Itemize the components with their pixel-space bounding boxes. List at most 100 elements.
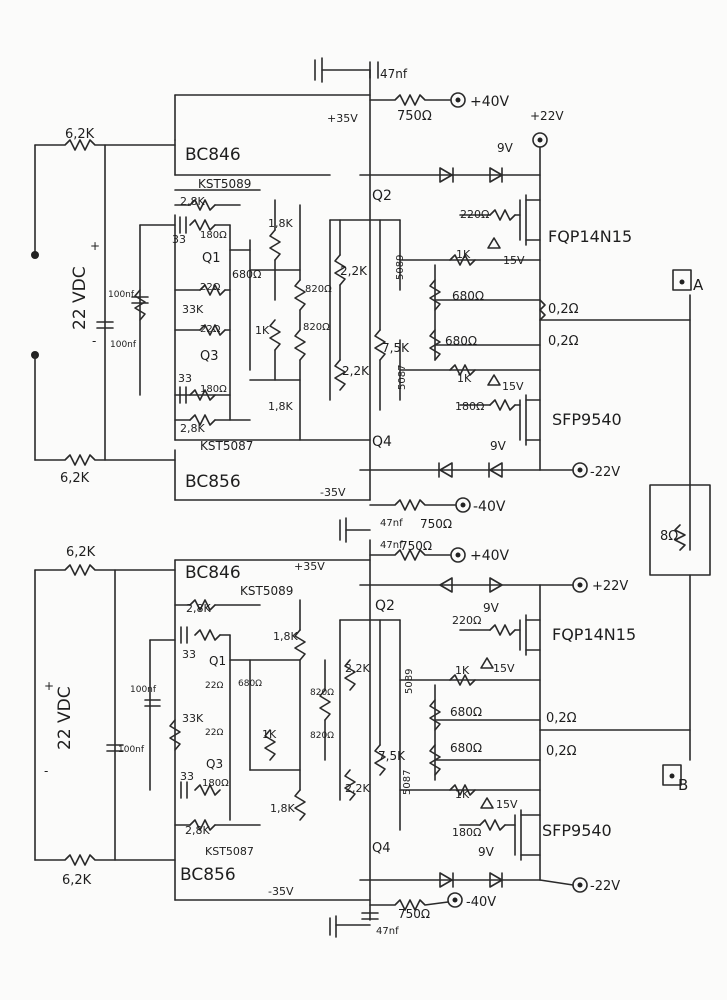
r-33k-bot: 33K: [182, 712, 204, 725]
r-1k-top-pot: 1K: [255, 324, 270, 337]
r-33k-top: 33K: [182, 303, 204, 316]
p5087-bot: 5087: [402, 770, 413, 795]
z15v-top: 15V: [503, 254, 525, 267]
r-820-top-a: 820Ω: [305, 284, 332, 295]
q4-top: Q4: [372, 434, 392, 450]
r-1k-bot-a: 1K: [455, 664, 470, 677]
r-6-2k-top-b: 6,2K: [60, 471, 90, 486]
r-22-top-a: 22Ω: [200, 282, 221, 293]
minus-22v-top: -22V: [590, 465, 620, 480]
r-22-bot-a: 22Ω: [205, 681, 223, 691]
c-33-top-a: 33: [172, 233, 186, 246]
r-6-2k-bot: 6,2K: [66, 545, 96, 560]
r-820-bot-b: 820Ω: [310, 731, 334, 741]
labels: 47nf +40V 750Ω +35V +22V BC846 KST5089 Q…: [44, 67, 704, 937]
minus-35v-top: -35V: [320, 486, 346, 499]
plus-22v-top: +22V: [530, 109, 564, 123]
r-1-8k-top-b: 1,8K: [268, 400, 293, 413]
q3-top: Q3: [200, 349, 219, 364]
r-2-2k-bot-b: 2,2K: [345, 782, 370, 795]
v22dc-bot: 22 VDC: [55, 686, 75, 750]
p5089-bot: 5089: [404, 669, 415, 694]
minus-40v-top: -40V: [473, 499, 506, 515]
minus-sign-bot: -: [44, 764, 48, 778]
plus-sign-top: +: [90, 239, 100, 253]
r-1k-top-right-b: 1K: [457, 372, 472, 385]
fqp-top: FQP14N15: [548, 227, 632, 246]
minus-35v-bot: -35V: [268, 885, 294, 898]
ohm-750-mid: 750Ω: [420, 517, 452, 531]
lower-amplifier: [34, 539, 691, 938]
minus-sign-top: -: [92, 334, 96, 348]
bc856-top: BC856: [185, 472, 241, 492]
bc856-bot: BC856: [180, 865, 236, 885]
kst5089-bot: KST5089: [240, 584, 293, 598]
r-2-8k-top: 2,8K: [180, 195, 205, 208]
r-22-top-b: 22Ω: [200, 324, 221, 335]
bc846-top: BC846: [185, 145, 241, 165]
plus-40v-bot: +40V: [470, 548, 510, 564]
r-2-2k-top-a: 2,2K: [340, 264, 368, 278]
q1-top: Q1: [202, 251, 221, 266]
z9v-bot: 9V: [483, 601, 500, 615]
r-820-bot-a: 820Ω: [310, 688, 334, 698]
r-6-2k-bot-b: 6,2K: [62, 873, 92, 888]
kst5087-bot: KST5087: [205, 845, 254, 858]
q2-top: Q2: [372, 188, 392, 204]
plus-40v-top: +40V: [470, 94, 510, 110]
cap-47nf-mid: 47nf: [380, 518, 403, 529]
c-100nf-top-b: 100nf: [110, 340, 137, 350]
plus-35v-bot: +35V: [294, 560, 325, 573]
z9v-top-b: 9V: [490, 439, 507, 453]
q2-bot: Q2: [375, 598, 395, 614]
kst5089-top: KST5089: [198, 177, 251, 191]
c-100nf-bot-a: 100nf: [130, 685, 157, 695]
ohm-750-bot-b: 750Ω: [398, 907, 430, 921]
z9v-top: 9V: [497, 141, 514, 155]
r-680-bot-a: 680Ω: [238, 679, 262, 689]
r-680-bot-c: 680Ω: [450, 741, 482, 755]
r-2-8k-top-b: 2,8K: [180, 422, 205, 435]
r-1k-bot-pot: 1K: [262, 728, 277, 741]
r-0-2-top-a: 0,2Ω: [548, 302, 579, 317]
p5089-top: 5089: [395, 255, 406, 280]
r-180-top-a: 180Ω: [200, 230, 227, 241]
fqp-bot: FQP14N15: [552, 625, 636, 644]
terminal-a-label: A: [693, 276, 704, 294]
r-0-2-bot-a: 0,2Ω: [546, 711, 577, 726]
cap-47nf-bot-b: 47nf: [376, 926, 399, 937]
r-7-5k-bot: 7,5K: [378, 749, 406, 763]
r-820-top-b: 820Ω: [303, 322, 330, 333]
z15v-bot-b: 15V: [496, 798, 518, 811]
r-180-bot-b: 180Ω: [452, 826, 481, 839]
r-680-top-c: 680Ω: [232, 268, 261, 281]
q4-bot: Q4: [372, 841, 391, 856]
r-2-8k-bot-b: 2,8K: [185, 824, 210, 837]
q1-bot: Q1: [209, 654, 226, 668]
v22dc-top: 22 VDC: [70, 266, 90, 330]
cap-47nf-top: 47nf: [380, 67, 408, 81]
p5087-top: 5087: [397, 365, 408, 390]
plus-22v-bot: +22V: [592, 579, 628, 594]
minus-22v-bot: -22V: [590, 879, 620, 894]
sfp-top: SFP9540: [552, 410, 622, 429]
q3-bot: Q3: [206, 757, 223, 771]
c-33-top-b: 33: [178, 372, 192, 385]
c-33-bot-b: 33: [180, 770, 194, 783]
r-680-bot-b: 680Ω: [450, 705, 482, 719]
r-6-2k-top: 6,2K: [65, 127, 95, 142]
z9v-bot-b: 9V: [478, 845, 495, 859]
c-100nf-top-a: 100nf: [108, 290, 135, 300]
minus-40v-bot: -40V: [466, 895, 496, 910]
r-180-bot-a: 180Ω: [202, 778, 229, 789]
r-220-top: 220Ω: [460, 208, 489, 221]
r-7-5k-top: 7,5K: [382, 341, 410, 355]
r-1k-bot-b: 1K: [455, 788, 470, 801]
cap-47nf-bot: 47nf: [380, 540, 403, 551]
r-0-2-bot-b: 0,2Ω: [546, 744, 577, 759]
ohm-750-top: 750Ω: [397, 109, 432, 124]
r-680-top-b: 680Ω: [445, 334, 477, 348]
r-180-top-b: 180Ω: [200, 384, 227, 395]
